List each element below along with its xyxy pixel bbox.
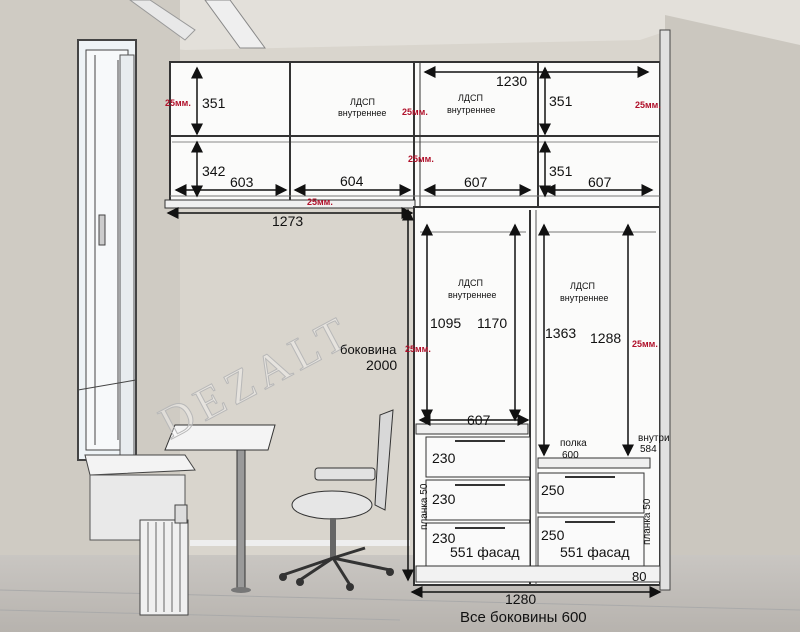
- material-2-line1: ЛДСП: [458, 93, 483, 103]
- dim-607-mid: 607: [467, 412, 491, 428]
- dim-lower-left: 342: [202, 163, 226, 179]
- drawer-2: 230: [432, 491, 456, 507]
- facade-left: 551 фасад: [450, 544, 520, 560]
- dim-1288: 1288: [590, 330, 621, 346]
- window: [77, 39, 137, 461]
- shelf-note-2: 600: [562, 450, 579, 461]
- radiator: [139, 504, 189, 616]
- drawer-4: 250: [541, 482, 565, 498]
- thickness-3: 25мм.: [635, 100, 661, 110]
- plinth: 80: [632, 569, 646, 584]
- thickness-labels: 25мм. 25мм. 25мм. 25мм. 25мм. 25мм. 25мм…: [165, 98, 661, 354]
- shelf-note-1: полка: [560, 438, 587, 449]
- dim-603: 603: [230, 174, 254, 190]
- caption: Все боковины 600: [460, 609, 587, 626]
- total-width: 1280: [505, 591, 536, 607]
- side-height: 2000: [366, 357, 397, 373]
- material-1-line1: ЛДСП: [350, 97, 375, 107]
- drawer-5: 250: [541, 527, 565, 543]
- material-notes: ЛДСП внутреннее ЛДСП внутреннее ЛДСП вну…: [338, 93, 608, 303]
- dimension-lines: [166, 66, 662, 598]
- dim-1363: 1363: [545, 325, 576, 341]
- dim-604: 604: [340, 173, 364, 189]
- upper-cabinets: [164, 61, 661, 209]
- dim-1273: 1273: [272, 213, 303, 229]
- drawers: [415, 436, 661, 583]
- material-4-line2: внутреннее: [560, 293, 608, 303]
- material-2-line2: внутреннее: [447, 105, 495, 115]
- dim-1170: 1170: [477, 315, 507, 331]
- material-3-line2: внутреннее: [448, 290, 496, 300]
- dim-lower-right: 351: [549, 163, 573, 179]
- dim-upper-right: 351: [549, 93, 573, 109]
- drawer-3: 230: [432, 530, 456, 546]
- dim-upper-left: 351: [202, 95, 226, 111]
- window-sill: [84, 454, 196, 541]
- dim-607-upper: 607: [464, 174, 488, 190]
- thickness-6: 25мм.: [405, 344, 431, 354]
- thickness-5: 25мм.: [307, 197, 333, 207]
- drawer-1: 230: [432, 450, 456, 466]
- thickness-4: 25мм.: [408, 154, 434, 164]
- dim-607-upper-right: 607: [588, 174, 612, 190]
- desk: [164, 424, 276, 593]
- material-4-line1: ЛДСП: [570, 281, 595, 291]
- plank-left: планка 50: [419, 483, 430, 530]
- material-1-line2: внутреннее: [338, 108, 386, 118]
- side-label: боковина: [340, 342, 397, 357]
- office-chair: [279, 409, 394, 591]
- inner-note-2: 584: [640, 444, 657, 455]
- facade-right: 551 фасад: [560, 544, 630, 560]
- plank-right: планка 50: [642, 498, 653, 545]
- ceiling-beam: [129, 0, 266, 49]
- dim-top-width: 1230: [496, 73, 527, 89]
- thickness-1: 25мм.: [165, 98, 191, 108]
- thickness-7: 25мм.: [632, 339, 658, 349]
- inner-note-1: внутри: [638, 433, 670, 444]
- dim-1095: 1095: [430, 315, 461, 331]
- thickness-2: 25мм.: [402, 107, 428, 117]
- material-3-line1: ЛДСП: [458, 278, 483, 288]
- dimension-labels: 1230 351 351 342 351 603 604 607 607 127…: [202, 73, 670, 626]
